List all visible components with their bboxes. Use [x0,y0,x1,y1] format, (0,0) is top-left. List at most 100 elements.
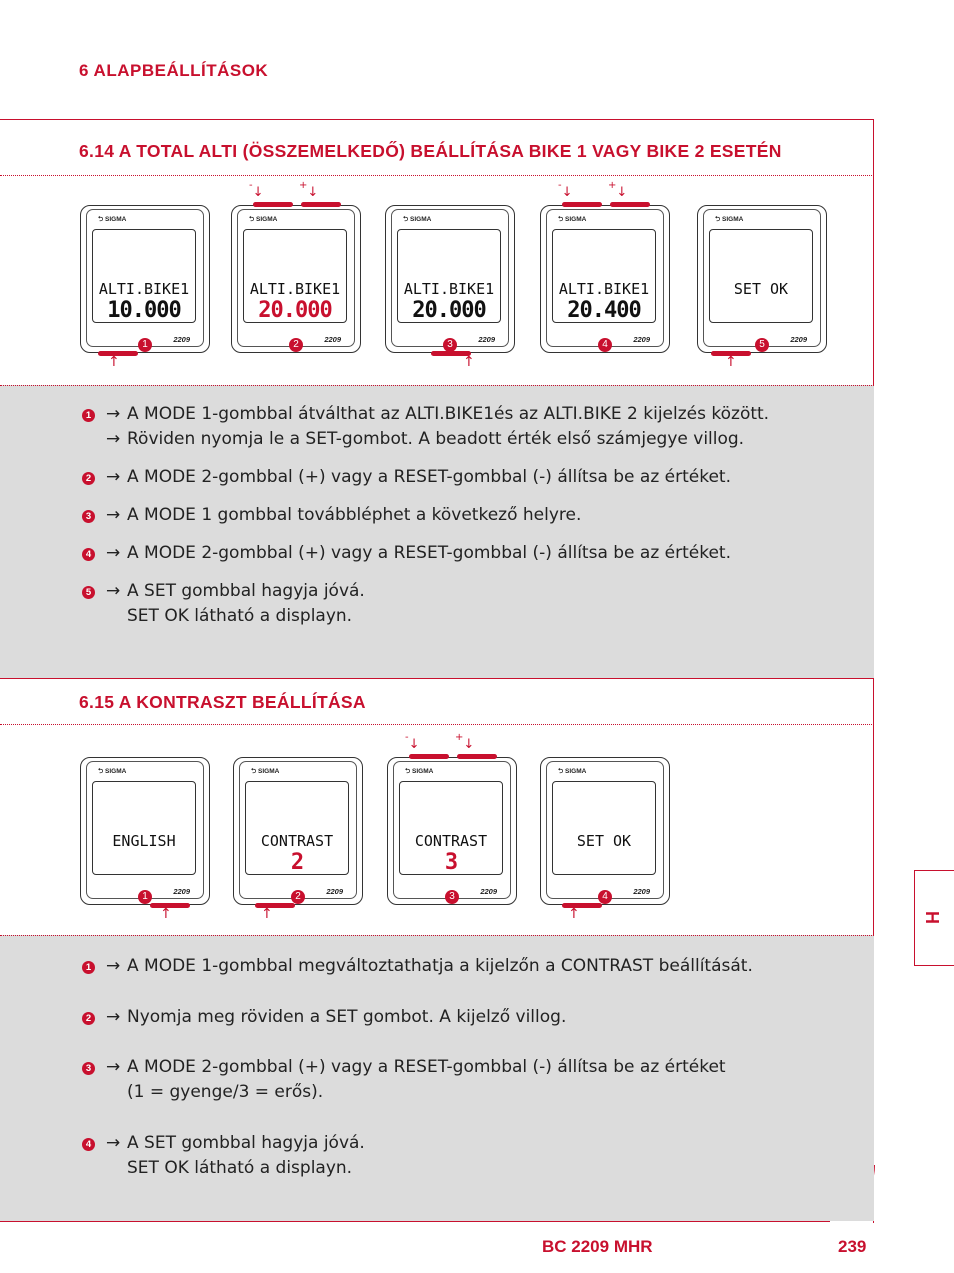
step-text: A SET gombbal hagyja jóvá. [127,581,365,601]
plus-label: + [299,180,308,191]
brand-logo: ⮌ SIGMA [558,216,587,223]
model-label: 2209 [790,335,807,344]
step-number-badge: 5 [82,586,95,599]
plus-arrow-icon: +↓ [608,180,628,200]
step-text: (1 = gyenge/3 = erős). [127,1082,324,1102]
brand-logo: ⮌ SIGMA [98,216,127,223]
step-number-badge: 1 [82,961,95,974]
minus-arrow-icon: -↓ [405,732,420,752]
arrow-icon: → [106,1057,121,1077]
minus-label: - [558,180,562,191]
plus-label: + [608,180,617,191]
pressed-button-indicator[interactable] [255,903,295,908]
arrow-icon: → [106,429,121,449]
pressed-button-indicator[interactable] [562,202,602,207]
pressed-button-indicator[interactable] [98,351,138,356]
lcd-line1: SET OK [733,280,789,298]
lcd-line1: CONTRAST [260,832,334,850]
instruction-step: 2→Nyomja meg röviden a SET gombot. A kij… [82,1005,566,1030]
press-arrow-icon: ↑ [568,906,580,922]
language-tab[interactable]: H [914,870,954,966]
lcd-line1: ALTI.BIKE1 [403,280,495,298]
lcd-screen: ENGLISH [92,781,196,875]
bike-computer-display: ⮌ SIGMA SET OK 2209 5 [697,205,827,356]
model-label: 2209 [173,887,190,896]
instruction-step: 3→A MODE 2-gombbal (+) vagy a RESET-gomb… [82,1055,726,1102]
pressed-button-indicator[interactable] [457,754,497,759]
plus-label: + [455,732,464,743]
step-number-badge: 4 [82,1138,95,1151]
step-text: Röviden nyomja le a SET-gombot. A beadot… [127,429,745,449]
lcd-screen: SET OK [552,781,656,875]
instruction-step: 5→A SET gombbal hagyja jóvá.SET OK látha… [82,579,365,626]
step-text: Nyomja meg röviden a SET gombot. A kijel… [127,1007,567,1027]
step-text: A MODE 1 gombbal továbbléphet a következ… [127,505,582,525]
model-label: 2209 [173,335,190,344]
minus-arrow-icon: -↓ [558,180,573,200]
lcd-line2: 3 [444,850,458,875]
lcd-line2: 2 [290,850,304,875]
brand-logo: ⮌ SIGMA [249,216,278,223]
lcd-line1: ALTI.BIKE1 [249,280,341,298]
step-number-badge: 1 [82,409,95,422]
divider [0,724,874,725]
arrow-icon: → [106,467,121,487]
step-number-badge: 3 [445,890,459,904]
step-number-badge: 4 [598,338,612,352]
pressed-button-indicator[interactable] [150,903,190,908]
pressed-button-indicator[interactable] [562,903,602,908]
brand-logo: ⮌ SIGMA [715,216,744,223]
step-number-badge: 1 [138,890,152,904]
step-number-badge: 3 [443,338,457,352]
step-text: A SET gombbal hagyja jóvá. [127,1133,365,1153]
section-title-alti: 6.14 A TOTAL ALTI (ÖSSZEMELKEDŐ) BEÁLLÍT… [79,141,782,161]
step-text: A MODE 1-gombbal átválthat az ALTI.BIKE1… [127,404,770,424]
step-text: A MODE 2-gombbal (+) vagy a RESET-gombba… [127,467,732,487]
pressed-button-indicator[interactable] [431,351,471,356]
lcd-line2: 20.000 [412,298,486,323]
step-number-badge: 5 [755,338,769,352]
brand-logo: ⮌ SIGMA [251,768,280,775]
lcd-line1: ALTI.BIKE1 [558,280,650,298]
divider [0,935,874,936]
press-arrow-icon: ↑ [725,354,737,370]
lcd-line1: ALTI.BIKE1 [98,280,190,298]
arrow-icon: → [106,543,121,563]
step-text: SET OK látható a displayn. [127,606,353,626]
brand-logo: ⮌ SIGMA [558,768,587,775]
minus-label: - [405,732,409,743]
pressed-button-indicator[interactable] [711,351,751,356]
pressed-button-indicator[interactable] [610,202,650,207]
press-arrow-icon: ↑ [160,906,172,922]
step-number-badge: 3 [82,1062,95,1075]
arrow-icon: → [106,505,121,525]
step-number-badge: 4 [82,548,95,561]
lcd-line2: 20.000 [258,298,332,323]
arrow-icon: → [106,404,121,424]
instruction-step: 1 → A MODE 1-gombbal átválthat az ALTI.BIK… [82,402,769,449]
step-number-badge: 2 [291,890,305,904]
page-number: 239 [838,1237,867,1256]
model-label: 2209 [633,335,650,344]
instruction-step: 4→A SET gombbal hagyja jóvá.SET OK látha… [82,1131,365,1178]
divider [0,175,874,176]
pressed-button-indicator[interactable] [301,202,341,207]
brand-logo: ⮌ SIGMA [405,768,434,775]
pressed-button-indicator[interactable] [409,754,449,759]
lcd-line2: 10.000 [107,298,181,323]
step-number-badge: 1 [138,338,152,352]
step-text: A MODE 2-gombbal (+) vagy a RESET-gombba… [127,543,732,563]
pressed-button-indicator[interactable] [253,202,293,207]
section-title-contrast: 6.15 A KONTRASZT BEÁLLÍTÁSA [79,692,366,712]
